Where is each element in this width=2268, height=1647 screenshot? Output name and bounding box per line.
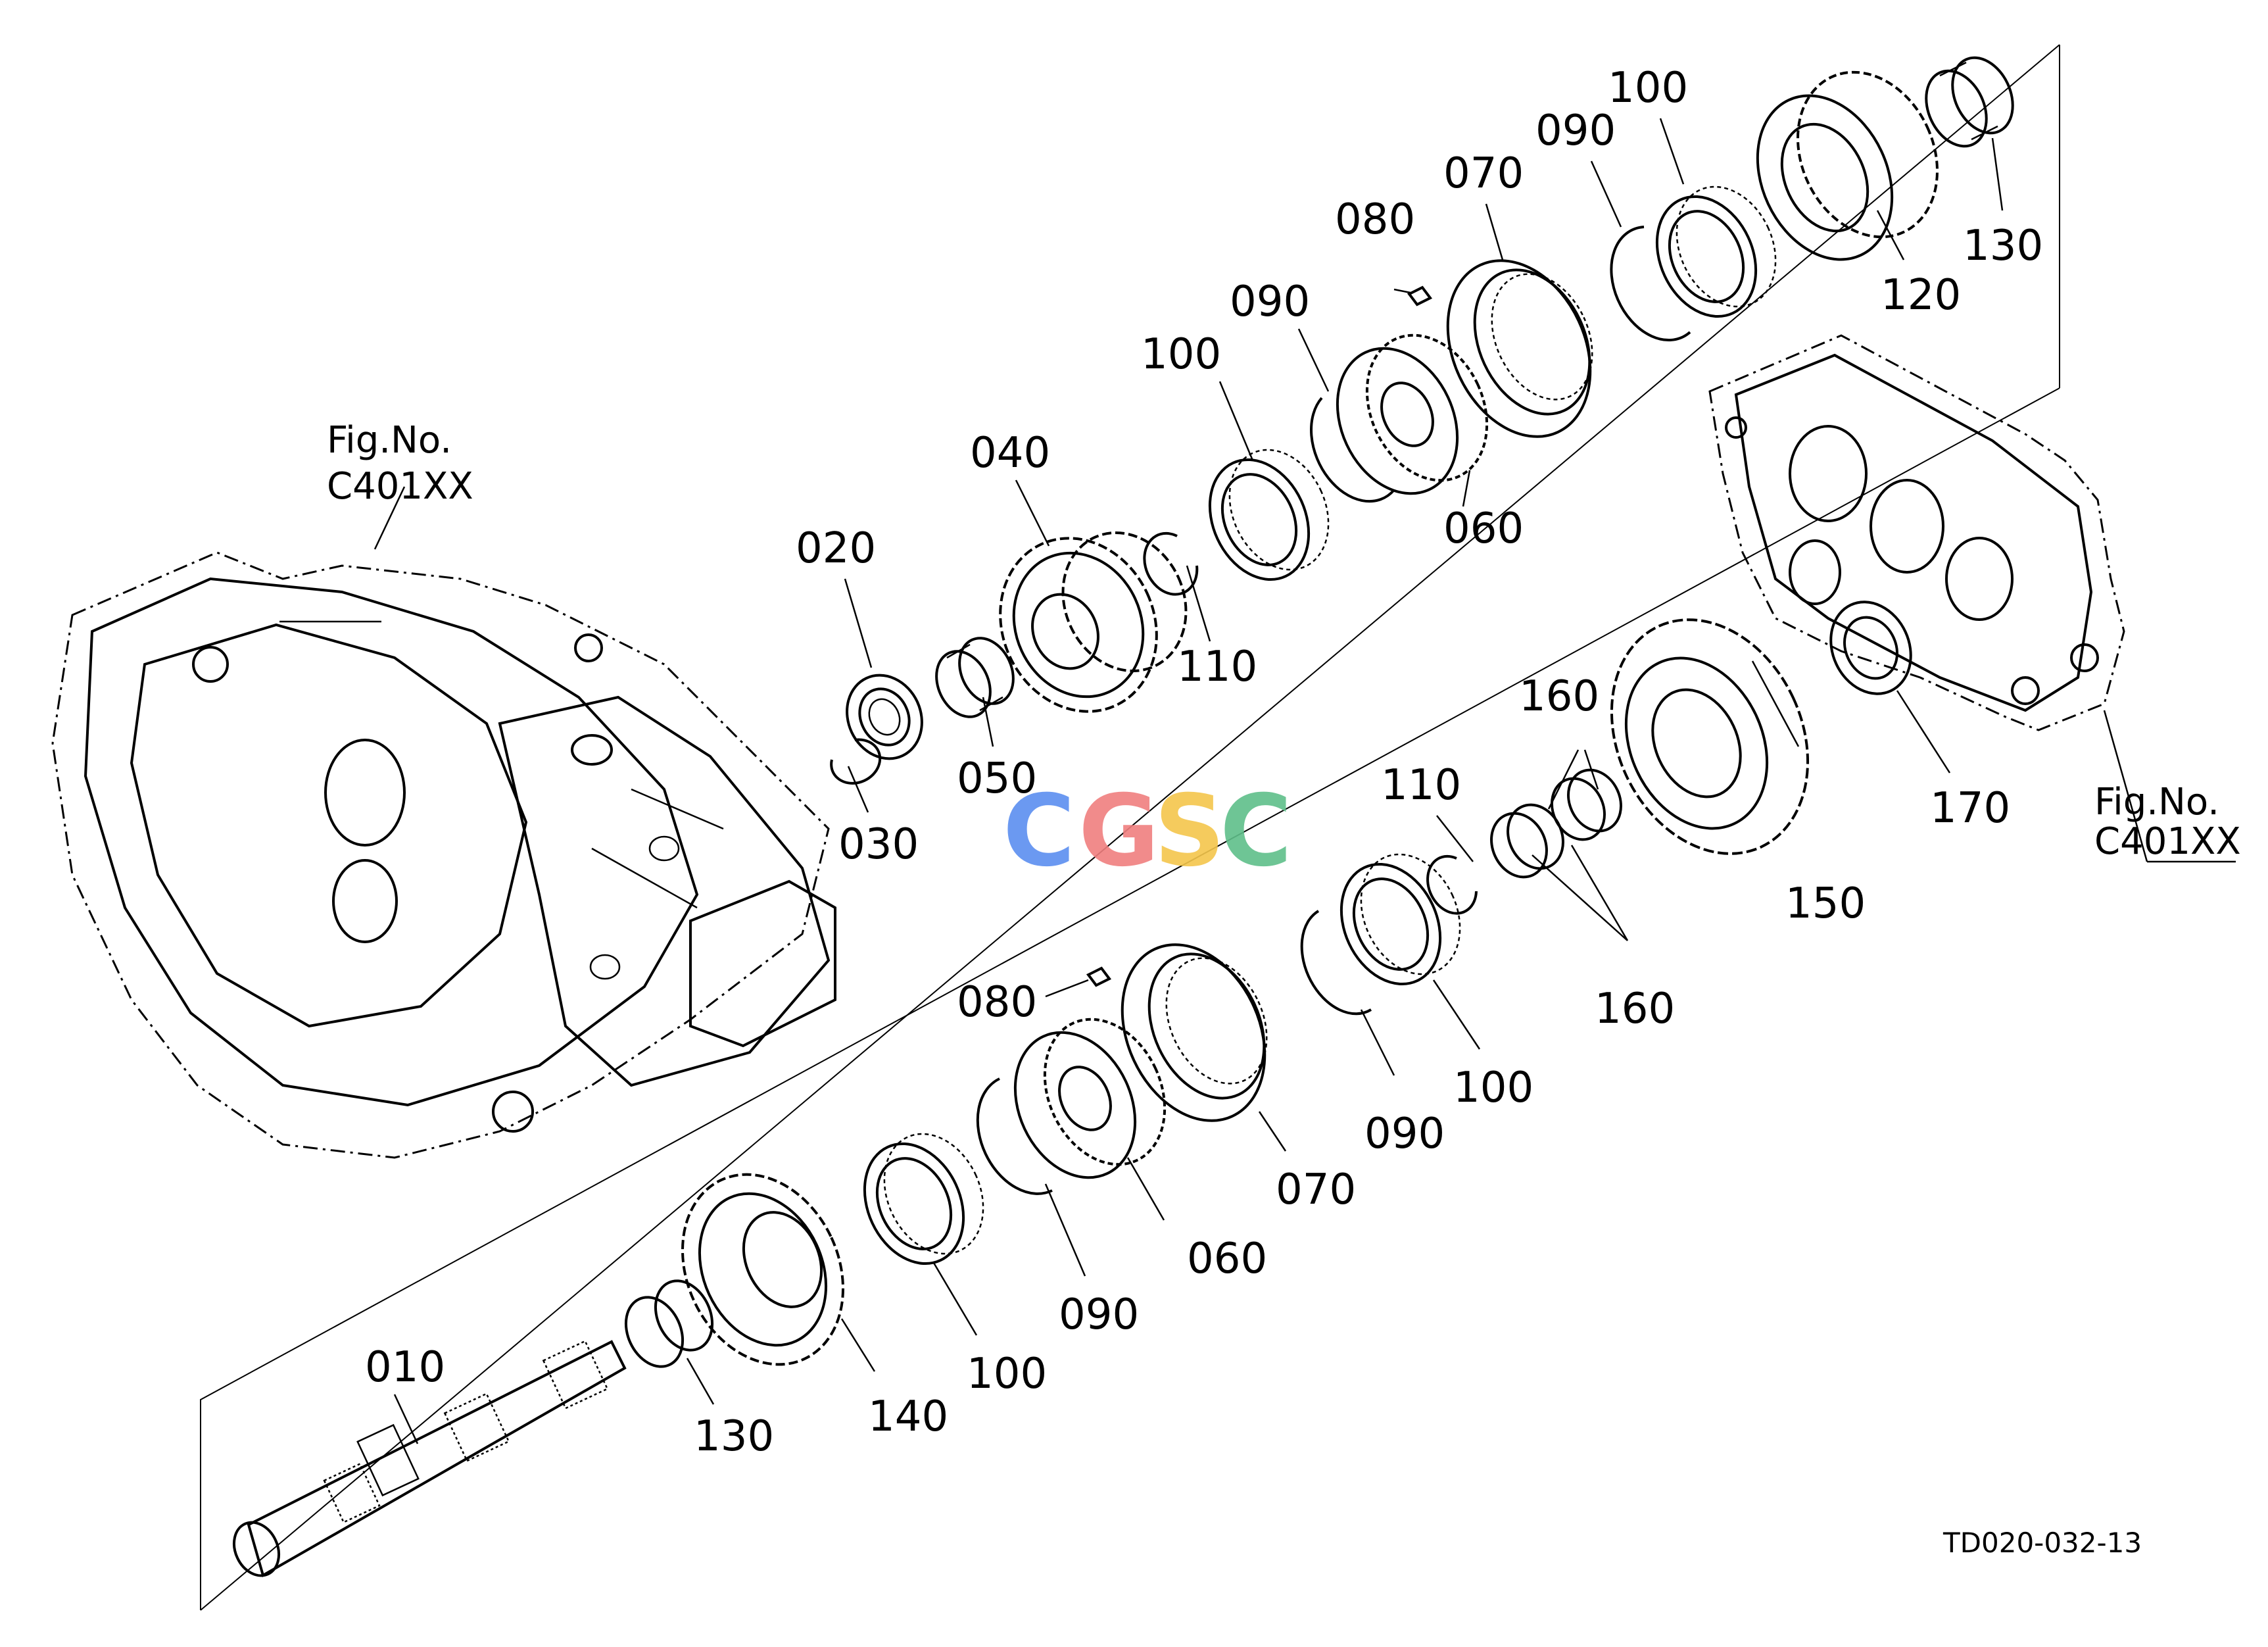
label-130-lower: 130: [694, 1412, 774, 1461]
label-130-upper: 130: [1963, 222, 2043, 270]
label-100-upper-a: 100: [1141, 330, 1221, 379]
synchro-ring-100-lower-b: [1339, 853, 1461, 986]
label-080-upper: 080: [1335, 195, 1415, 244]
label-160-upper: 160: [1519, 672, 1599, 721]
label-090-lower-a: 090: [1059, 1291, 1139, 1339]
shift-sleeve-070-upper: [1446, 259, 1593, 438]
shift-sleeve-070-lower: [1121, 943, 1268, 1122]
label-070-upper: 070: [1443, 149, 1524, 198]
spring-090-upper-b: [1610, 226, 1691, 342]
label-120: 120: [1881, 271, 1961, 320]
synchro-ring-100-lower-a: [863, 1133, 984, 1266]
label-020: 020: [796, 524, 876, 573]
label-170: 170: [1930, 784, 2010, 833]
label-110-lower: 110: [1381, 761, 1461, 810]
label-110-upper: 110: [1177, 643, 1257, 691]
watermark-letter-4: C: [1220, 774, 1292, 889]
label-140: 140: [868, 1392, 948, 1441]
circlip-110-lower: [1426, 854, 1478, 915]
needle-cages-160: [1490, 768, 1622, 879]
synchro-hub-060-lower: [1013, 1018, 1167, 1179]
circlip-110-upper: [1143, 531, 1199, 596]
label-060-lower: 060: [1187, 1235, 1267, 1283]
drawing-code: TD020-032-13: [1942, 1527, 2142, 1559]
needle-bearing-130-lower: [624, 1279, 714, 1368]
figure-ref-left-line2: C401XX: [327, 465, 473, 508]
label-150: 150: [1785, 879, 1866, 928]
upper-shaft-parts: [830, 56, 2014, 785]
figure-ref-right: Fig.No. C401XX: [2094, 781, 2241, 863]
circlip-030: [830, 738, 882, 785]
synchro-hub-060-upper: [1336, 333, 1489, 495]
gear-150: [1610, 618, 1810, 855]
figure-ref-left: Fig.No. C401XX: [327, 419, 473, 508]
needle-bearing-130-upper: [1925, 56, 2014, 148]
ball-bearing-170: [1829, 601, 1912, 695]
gear-140: [681, 1173, 844, 1366]
label-030: 030: [838, 820, 919, 869]
figure-ref-right-line2: C401XX: [2094, 820, 2241, 863]
label-050: 050: [957, 754, 1037, 803]
gear-040: [999, 531, 1188, 713]
part-labels: 020 030 040 050 110 100 090 080 060 070 …: [365, 64, 2043, 1461]
transmission-case: [51, 551, 836, 1159]
leader-lines: [279, 118, 2236, 1444]
spring-090-lower-b: [1300, 910, 1372, 1016]
figure-ref-right-line1: Fig.No.: [2094, 781, 2219, 823]
synchro-ring-100-upper-a: [1208, 449, 1330, 581]
watermark-letter-3: S: [1154, 774, 1225, 889]
spring-090-lower-a: [976, 1077, 1053, 1195]
label-090-upper-a: 090: [1230, 278, 1310, 326]
watermark-letter-1: C: [1003, 774, 1075, 889]
label-060-upper: 060: [1443, 504, 1524, 553]
lower-shaft-parts: [232, 601, 1912, 1578]
label-100-lower-a: 100: [967, 1350, 1047, 1398]
label-040: 040: [970, 429, 1050, 478]
assembly-frame: [200, 44, 2060, 1611]
label-070-lower: 070: [1276, 1166, 1356, 1214]
ball-bearing-020: [846, 674, 923, 760]
gear-120: [1756, 70, 1939, 261]
label-160-lower: 160: [1595, 985, 1675, 1033]
figure-ref-left-line1: Fig.No.: [327, 419, 452, 462]
cgsc-watermark: C G S C: [1003, 774, 1292, 889]
key-080-upper: [1407, 285, 1433, 307]
needle-bearing-050: [935, 637, 1015, 718]
spring-090-upper-a: [1310, 397, 1395, 503]
label-080-lower: 080: [957, 978, 1037, 1027]
label-100-lower-b: 100: [1453, 1064, 1533, 1112]
synchro-ring-100-upper-b: [1655, 185, 1777, 318]
rear-cover: [1708, 334, 2125, 731]
watermark-letter-2: G: [1078, 774, 1159, 889]
label-010: 010: [365, 1343, 445, 1392]
main-shaft-010: [232, 1340, 627, 1578]
key-080-lower: [1086, 966, 1112, 987]
label-100-upper-b: 100: [1608, 64, 1688, 112]
label-090-upper-b: 090: [1535, 107, 1616, 155]
label-090-lower-b: 090: [1364, 1110, 1445, 1158]
